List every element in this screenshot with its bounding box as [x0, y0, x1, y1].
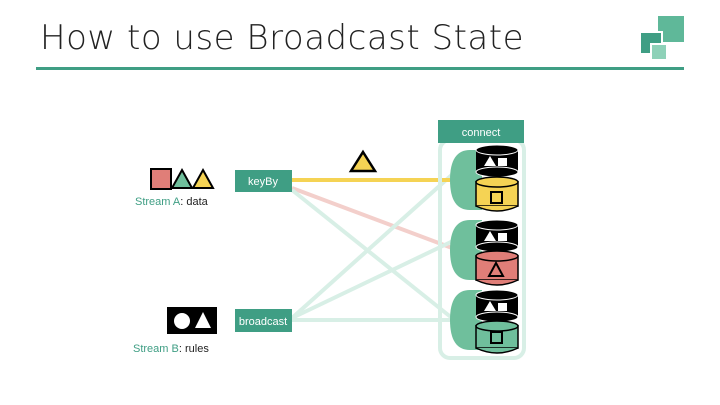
stream-a-label: Stream A: data: [135, 196, 209, 208]
operator-instance-2: [450, 219, 519, 286]
stream-b-items: [167, 307, 217, 334]
red-square-icon: [150, 168, 172, 190]
operator-body: [450, 220, 482, 280]
broadcast-label: broadcast: [239, 316, 287, 328]
green-triangle-icon: [170, 167, 194, 189]
broadcast-line-top: [290, 170, 457, 320]
operator-instance-3: [450, 289, 519, 354]
keyed-state-db: [475, 320, 519, 354]
keyby-box: [235, 170, 292, 192]
keyby-line-green: [290, 188, 454, 320]
stream-b-suffix: : rules: [179, 343, 209, 355]
broadcast-box: [235, 309, 292, 332]
circle-icon: [174, 313, 190, 329]
operator-instance-1: [450, 144, 519, 212]
keyed-state-db: [475, 250, 519, 286]
broadcast-state-db: [475, 144, 519, 178]
connection-lines: [290, 170, 457, 322]
yellow-triangle-icon: [191, 167, 215, 189]
triangle-icon: [195, 312, 211, 328]
keyed-state-db: [475, 176, 519, 212]
keyby-line-red: [291, 186, 453, 250]
connect-label: connect: [462, 127, 501, 139]
stream-b-name: Stream B: [133, 343, 179, 355]
connect-header: [438, 120, 524, 143]
stream-a-name: Stream A: [135, 196, 181, 208]
broadcast-state-db: [475, 219, 519, 253]
broadcast-state-db: [475, 289, 519, 323]
stream-a-suffix: : data: [180, 196, 208, 208]
operator-body: [450, 150, 482, 210]
slide-title: How to use Broadcast State: [40, 18, 525, 58]
broadcast-line-mid: [291, 238, 456, 320]
logo-squares-icon: [639, 16, 684, 61]
keyby-label: keyBy: [248, 176, 278, 188]
stream-a-items: [150, 167, 215, 190]
yellow-triangle-icon: [348, 149, 378, 173]
stream-b-label: Stream B: rules: [133, 343, 209, 355]
operator-body: [450, 290, 482, 350]
title-divider: [36, 67, 684, 70]
